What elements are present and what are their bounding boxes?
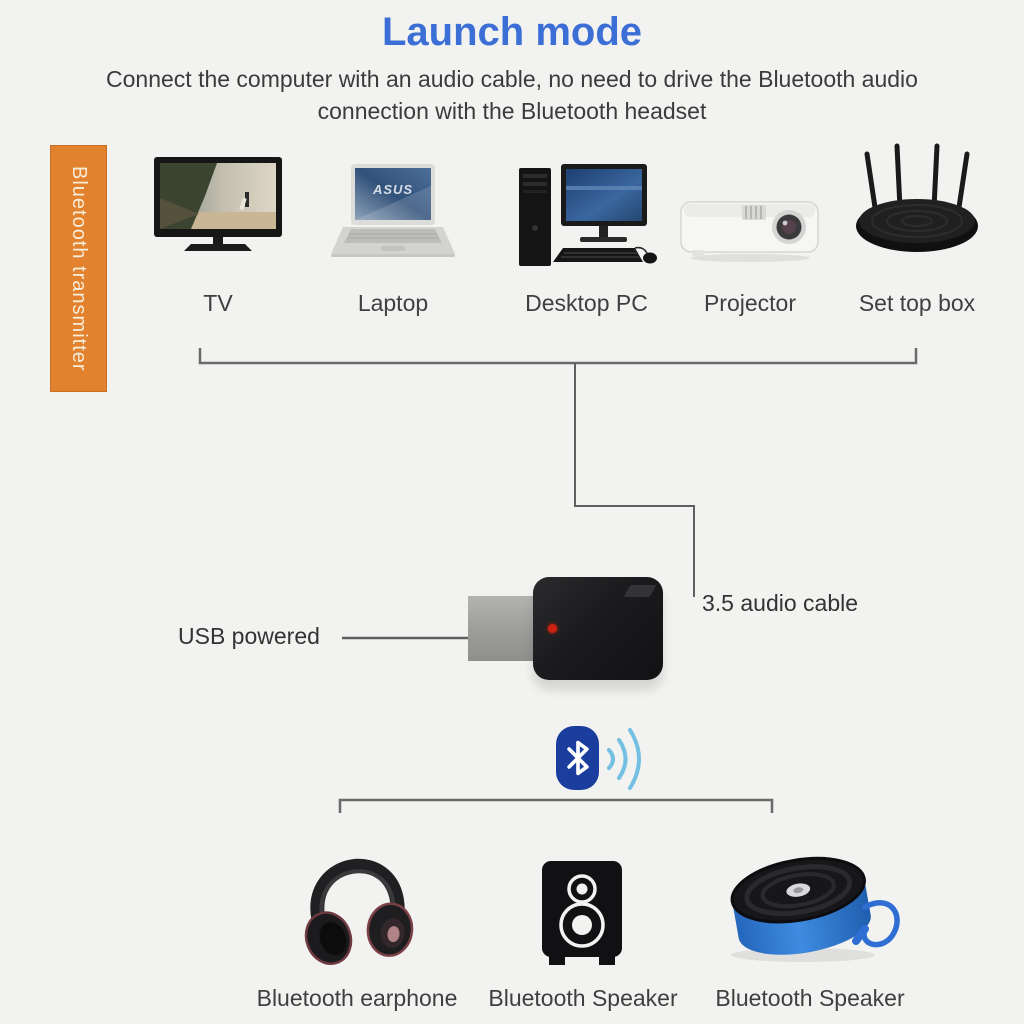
source-device-projector: Projector xyxy=(680,150,820,317)
bluetooth-icon xyxy=(556,726,599,790)
bluetooth-speaker-label: Bluetooth Speaker xyxy=(488,985,678,1011)
desktop-pc-label: Desktop PC xyxy=(525,290,648,316)
projector-icon xyxy=(680,150,820,282)
box-speaker-icon xyxy=(541,835,625,975)
page-title: Launch mode xyxy=(381,10,643,54)
laptop-icon: ASUS xyxy=(331,150,455,282)
source-device-set-top-box: Set top box xyxy=(852,143,982,317)
bluetooth-earphone-label: Bluetooth earphone xyxy=(256,985,458,1011)
tv-label: TV xyxy=(203,290,233,316)
bluetooth-transmitter-tag: Bluetooth transmitter xyxy=(50,145,107,392)
signal-waves-icon xyxy=(607,728,641,790)
projector-label: Projector xyxy=(703,290,797,316)
sink-device-earphone: Bluetooth earphone xyxy=(257,835,457,1012)
source-device-tv: TV xyxy=(150,150,286,317)
audio-cable-label: 3.5 audio cable xyxy=(702,590,859,616)
bluetooth-rune xyxy=(566,740,589,776)
laptop-label: Laptop xyxy=(357,290,429,316)
tv-icon xyxy=(153,150,283,282)
sink-device-box-speaker: Bluetooth Speaker xyxy=(488,835,678,1012)
bluetooth-speaker-label-2: Bluetooth Speaker xyxy=(715,985,905,1011)
bluetooth-transmitter-tag-label: Bluetooth transmitter xyxy=(68,165,90,372)
subtitle-line-2: connection with the Bluetooth headset xyxy=(317,98,707,125)
headphones-icon xyxy=(295,835,420,975)
desktop-pc-icon xyxy=(517,150,657,282)
usb-plug xyxy=(468,596,534,661)
set-top-box-label: Set top box xyxy=(858,290,976,316)
router-icon xyxy=(852,143,982,282)
subtitle-line-1: Connect the computer with an audio cable… xyxy=(106,66,918,92)
round-speaker-icon xyxy=(715,835,905,975)
red-led-indicator xyxy=(548,624,557,633)
usb-powered-label: USB powered xyxy=(178,623,320,649)
source-device-laptop: ASUS Laptop xyxy=(331,150,455,317)
page-subtitle: Connect the computer with an audio cable… xyxy=(72,63,952,127)
laptop-screen-brand: ASUS xyxy=(372,182,413,197)
speaker-lanyard xyxy=(861,900,900,948)
source-device-desktop-pc: Desktop PC xyxy=(514,150,659,317)
sink-device-round-speaker: Bluetooth Speaker xyxy=(715,835,905,1012)
